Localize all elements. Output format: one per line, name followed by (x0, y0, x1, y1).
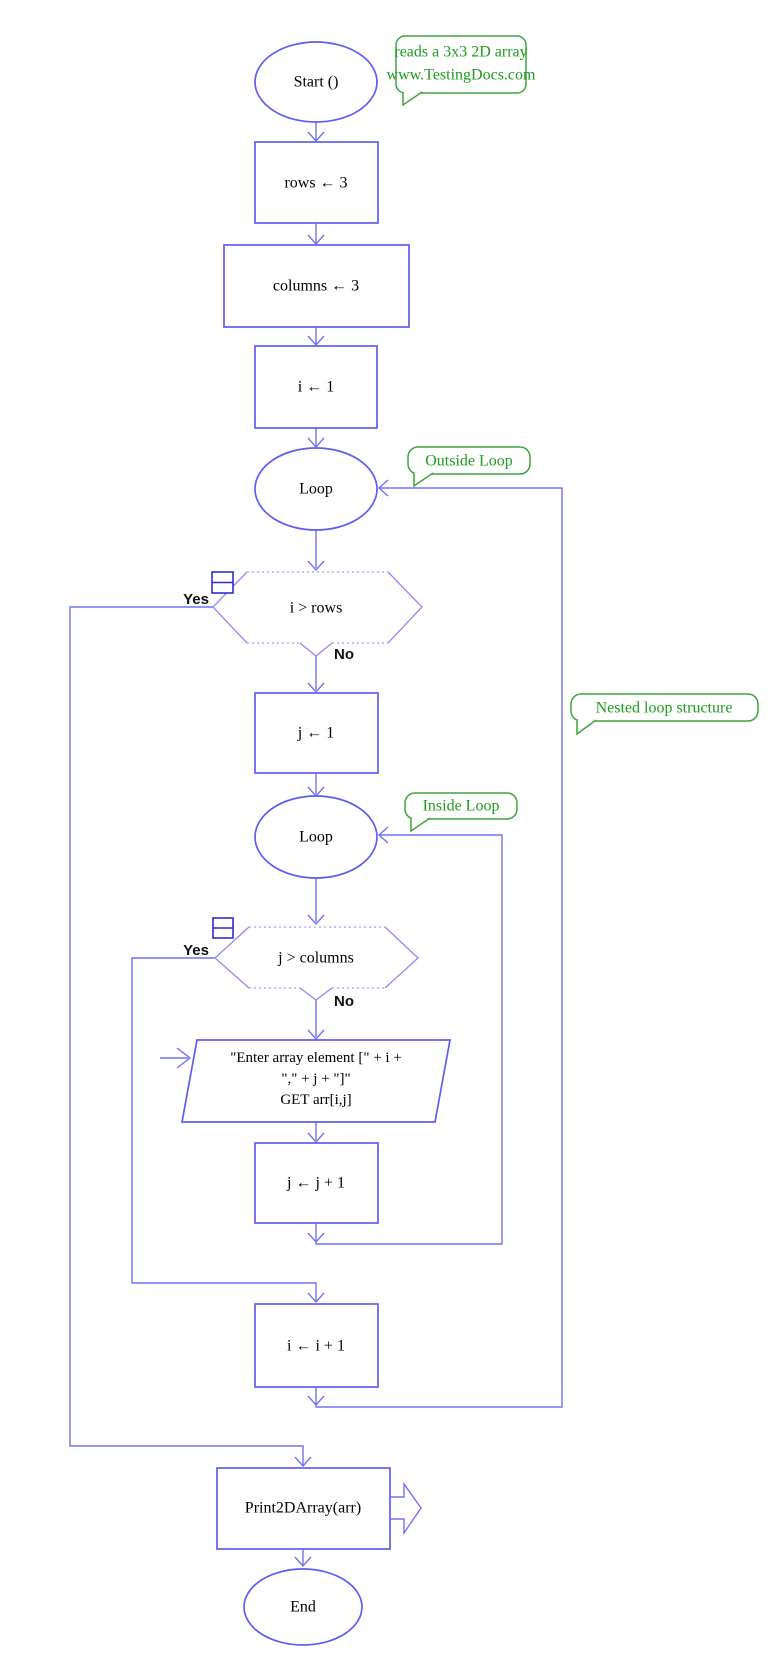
comment-nested: Nested loop structure (595, 699, 733, 717)
collapse-icon[interactable] (211, 571, 234, 594)
start-label: Start () (293, 73, 339, 91)
outer-loop-oval[interactable] (254, 447, 378, 531)
end-terminal[interactable] (243, 1568, 363, 1646)
outer-loop-condition-hexagon[interactable] (212, 571, 423, 657)
assignment-i-init[interactable] (254, 345, 378, 429)
arrowhead (307, 1029, 325, 1041)
arrowhead (307, 560, 325, 572)
connector-outer-yes-exit (69, 606, 304, 1465)
print-call-box[interactable] (216, 1467, 391, 1550)
input-text-line2: "," + j + "]" (281, 1071, 351, 1087)
comment-inside-loop: Inside Loop (422, 797, 500, 815)
input-arrow-icon (160, 1047, 192, 1069)
assignment-rows[interactable] (254, 141, 379, 224)
comment-outside-loop-bubble[interactable] (407, 446, 531, 488)
input-text-line3: GET arr[i,j] (280, 1092, 352, 1108)
end-label: End (290, 1598, 316, 1616)
assignment-j-init[interactable] (254, 692, 379, 774)
connector-outer-loopback (315, 487, 563, 1408)
j-increment-label: j ← j + 1 (287, 1174, 345, 1192)
j-init-label: j ← 1 (297, 724, 335, 742)
outer-yes-label: Yes (183, 591, 209, 608)
assignment-i-increment[interactable] (254, 1303, 379, 1388)
comment-outside-loop: Outside Loop (425, 452, 513, 470)
inner-loop-label: Loop (299, 828, 333, 846)
arrowhead (307, 234, 325, 246)
arrowhead (307, 1232, 325, 1244)
arrowhead (307, 1395, 325, 1407)
arrowhead (307, 682, 325, 694)
i-init-label: i ← 1 (297, 378, 335, 396)
inner-condition-label: j > columns (278, 949, 354, 967)
i-increment-label: i ← i + 1 (287, 1337, 345, 1355)
outer-no-label: No (334, 646, 354, 663)
input-parallelogram[interactable] (180, 1039, 452, 1123)
arrowhead (294, 1456, 312, 1468)
arrowhead (377, 479, 389, 497)
arrowhead (307, 1132, 325, 1144)
comment-nested-bubble[interactable] (570, 693, 759, 736)
arrowhead (307, 335, 325, 347)
arrowhead (307, 437, 325, 449)
arrowhead (377, 826, 389, 844)
comment-header-line2: www.TestingDocs.com (386, 66, 536, 84)
outer-condition-label: i > rows (289, 599, 343, 617)
assignment-j-increment[interactable] (254, 1142, 379, 1224)
connector-inner-yes-exit (131, 957, 317, 1301)
arrowhead (307, 131, 325, 143)
collapse-icon[interactable] (212, 917, 234, 939)
assignment-columns[interactable] (223, 244, 410, 328)
inner-yes-label: Yes (183, 942, 209, 959)
comment-header-line1: reads a 3x3 2D array (394, 43, 528, 61)
comment-inside-loop-bubble[interactable] (404, 792, 518, 833)
outer-loop-label: Loop (299, 480, 333, 498)
arrowhead (307, 1292, 325, 1304)
inner-no-label: No (334, 993, 354, 1010)
print-call-label: Print2DArray(arr) (244, 1499, 362, 1517)
output-arrow-icon (390, 1481, 422, 1536)
rows-assign-label: rows ← 3 (284, 174, 348, 192)
columns-assign-label: columns ← 3 (272, 277, 360, 295)
arrowhead (307, 914, 325, 926)
comment-header-bubble[interactable] (395, 35, 527, 107)
inner-loop-condition-hexagon[interactable] (214, 926, 419, 1001)
inner-loop-oval[interactable] (254, 795, 378, 879)
arrowhead (294, 1556, 312, 1568)
input-text-line1: "Enter array element [" + i + (230, 1050, 402, 1066)
start-terminal[interactable] (254, 41, 378, 123)
connector-inner-loopback (315, 834, 503, 1245)
